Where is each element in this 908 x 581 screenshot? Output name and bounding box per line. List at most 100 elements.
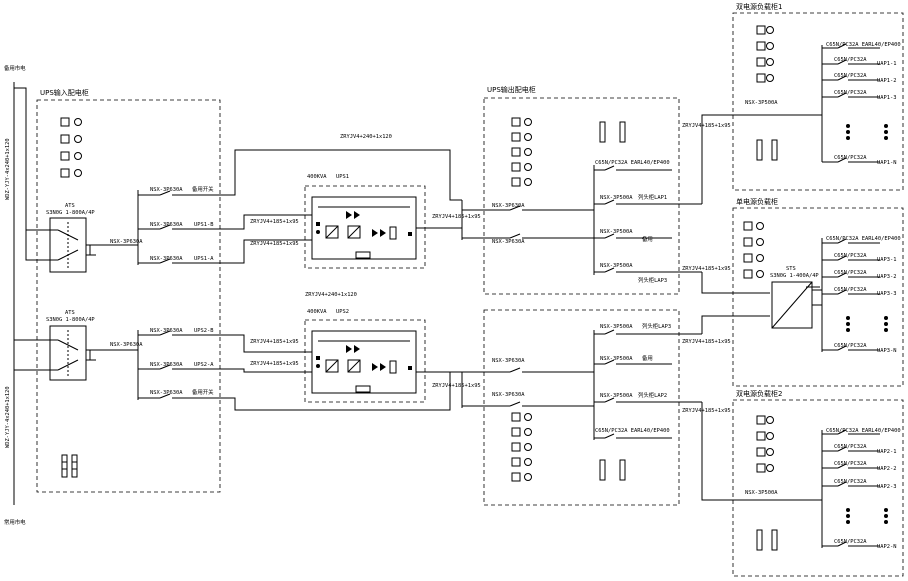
ups1-box — [304, 185, 426, 269]
out-lower-nsx500-3: NSX-3P500A — [600, 393, 633, 399]
ats-upper: ATS S3N0G 1-800A/4P — [46, 203, 124, 273]
dual-load2-outgoing — [822, 429, 880, 547]
single-load-panel-title: 单电源负载柜 — [736, 197, 778, 206]
svg-text:C65N/PC32A: C65N/PC32A — [834, 539, 867, 545]
input-meter-group — [60, 117, 82, 178]
ups2-box — [304, 319, 426, 403]
ups2-b-label: UPS2-B — [194, 328, 213, 334]
svg-text:UAP1-1: UAP1-1 — [877, 61, 896, 67]
svg-text:UAP3-2: UAP3-2 — [877, 274, 896, 280]
feeder-cable-3: ZRYJV4+185+1x95 — [682, 339, 731, 345]
ups1-name: UPS1 — [336, 174, 349, 180]
out-upper-nsx500-3: NSX-3P500A — [600, 263, 633, 269]
svg-text:UAP2-3: UAP2-3 — [877, 484, 896, 490]
svg-text:UAP2-2: UAP2-2 — [877, 466, 896, 472]
dual-load1-outgoing — [822, 43, 880, 163]
ups2-name: UPS2 — [336, 309, 349, 315]
svg-text:C65N/PC32A: C65N/PC32A — [834, 444, 867, 450]
ats-lower: ATS S3N0G 1-800A/4P — [46, 310, 124, 381]
ups-input-panel-box — [36, 99, 221, 493]
out-lower-breaker2: NSX-3P630A — [492, 392, 525, 398]
out-lower-breaker1: NSX-3P630A — [492, 358, 525, 364]
single-load-outgoing — [822, 238, 880, 351]
dual-load1-panel-title: 双电源负载柜1 — [736, 2, 782, 11]
svg-text:UAP1-N: UAP1-N — [877, 160, 896, 166]
ups1-symbol — [222, 149, 462, 264]
dual-load1-meters — [756, 25, 888, 161]
svg-text:C65N/PC32A: C65N/PC32A — [834, 479, 867, 485]
out-lower-spare: 备用 — [642, 354, 653, 362]
ups1-in-cable-b: ZRYJV4+185+1x95 — [250, 219, 299, 225]
single-load-panel-box — [732, 207, 904, 387]
svg-text:UAP1-3: UAP1-3 — [877, 95, 896, 101]
ups1-in-cable-a: ZRYJV4+185+1x95 — [250, 241, 299, 247]
breaker-label-u2: NSX-3P630A — [150, 222, 183, 228]
main-breaker-upper: NSX-3P630A — [110, 239, 143, 245]
ups2-in-cable-a: ZRYJV4+185+1x95 — [250, 361, 299, 367]
svg-text:C65N/PC32A EARL40/EP400: C65N/PC32A EARL40/EP400 — [826, 428, 901, 434]
spare-switch-lower: 备用开关 — [192, 388, 214, 396]
breaker-label-l2: NSX-3P630A — [150, 362, 183, 368]
out-lower-lap2: 列头柜LAP2 — [638, 391, 667, 399]
out-upper-c65: C65N/PC32A EARL40/EP400 — [595, 160, 670, 166]
ups2-out-cable: ZRYJV4+185+1x95 — [432, 383, 481, 389]
svg-text:C65N/PC32A: C65N/PC32A — [834, 155, 867, 161]
svg-text:C65N/PC32A: C65N/PC32A — [834, 90, 867, 96]
svg-text:C65N/PC32A: C65N/PC32A — [834, 343, 867, 349]
svg-text:UAP3-1: UAP3-1 — [877, 257, 896, 263]
dual-load1-breaker: NSX-3P500A — [745, 100, 778, 106]
single-load-meters — [743, 221, 888, 332]
ups2-in-cable-b: ZRYJV4+185+1x95 — [250, 339, 299, 345]
ups2-bypass-cable: ZRYJV4+240+1x120 — [305, 292, 357, 298]
svg-text:C65N/PC32A: C65N/PC32A — [834, 287, 867, 293]
svg-text:C65N/PC32A: C65N/PC32A — [834, 57, 867, 63]
ups-output-panel-box-lower — [483, 309, 680, 506]
svg-text:UAP1-2: UAP1-2 — [877, 78, 896, 84]
dual-load1-panel-box — [732, 12, 904, 191]
sts-name: STS — [786, 266, 796, 272]
out-lower-c65: C65N/PC32A EARL40/EP400 — [595, 428, 670, 434]
input-lower-branches — [138, 330, 222, 399]
out-lower-nsx500-2: NSX-3P500A — [600, 356, 633, 362]
dual-load2-panel-title: 双电源负载柜2 — [736, 389, 782, 398]
out-upper-spare: 备用 — [642, 235, 653, 243]
out-lower-nsx500-1: NSX-3P500A — [600, 324, 633, 330]
ups2-capacity: 400KVA — [307, 309, 327, 315]
ups-output-panel-title: UPS输出配电柜 — [487, 85, 536, 94]
svg-text:UAP3-N: UAP3-N — [877, 348, 896, 354]
cable-label-left-top: WDZ-YJY-4x240+1x120 — [5, 138, 11, 200]
out-lower-lap3: 列头柜LAP3 — [642, 322, 671, 330]
input-upper-branches — [138, 190, 222, 264]
ups1-capacity: 400KVA — [307, 174, 327, 180]
ups-input-panel-title: UPS输入配电柜 — [40, 88, 89, 97]
svg-text:C65N/PC32A EARL40/EP400: C65N/PC32A EARL40/EP400 — [826, 236, 901, 242]
out-upper-lap3: 列头柜LAP3 — [638, 276, 667, 284]
ups1-b-label: UPS1-B — [194, 222, 213, 228]
spare-switch-upper: 备用开关 — [192, 185, 214, 193]
ups2-symbol — [222, 330, 462, 411]
svg-text:C65N/PC32A: C65N/PC32A — [834, 461, 867, 467]
output-meter-group-lower — [511, 412, 626, 482]
input-terminal-icons — [61, 454, 78, 478]
dual-load2-meters — [756, 415, 888, 551]
out-upper-breaker2: NSX-3P630A — [492, 239, 525, 245]
svg-text:UAP2-1: UAP2-1 — [877, 449, 896, 455]
cable-label-left-bottom: WDZ-YJY-4x240+1x120 — [5, 386, 11, 448]
svg-text:ATS: ATS — [65, 310, 75, 316]
feeder-cable-2: ZRYJV4+185+1x95 — [682, 266, 731, 272]
out-upper-nsx500-2: NSX-3P500A — [600, 229, 633, 235]
dual-load2-panel-box — [732, 399, 904, 577]
backup-source-label: 备用市电 — [4, 64, 26, 72]
output-meter-group-upper — [511, 117, 626, 187]
main-source-label: 常用市电 — [4, 518, 26, 526]
main-breaker-lower: NSX-3P630A — [110, 342, 143, 348]
svg-text:ATS: ATS — [65, 203, 75, 209]
breaker-label-u3: NSX-3P630A — [150, 256, 183, 262]
output-lower-feeders — [461, 329, 702, 440]
svg-text:UAP3-3: UAP3-3 — [877, 291, 896, 297]
svg-text:C65N/PC32A: C65N/PC32A — [834, 270, 867, 276]
ups1-out-cable: ZRYJV4+185+1x95 — [432, 214, 481, 220]
dl1-c65-earl: C65N/PC32A EARL40/EP400 — [826, 42, 901, 48]
breaker-label-l3: NSX-3P630A — [150, 390, 183, 396]
